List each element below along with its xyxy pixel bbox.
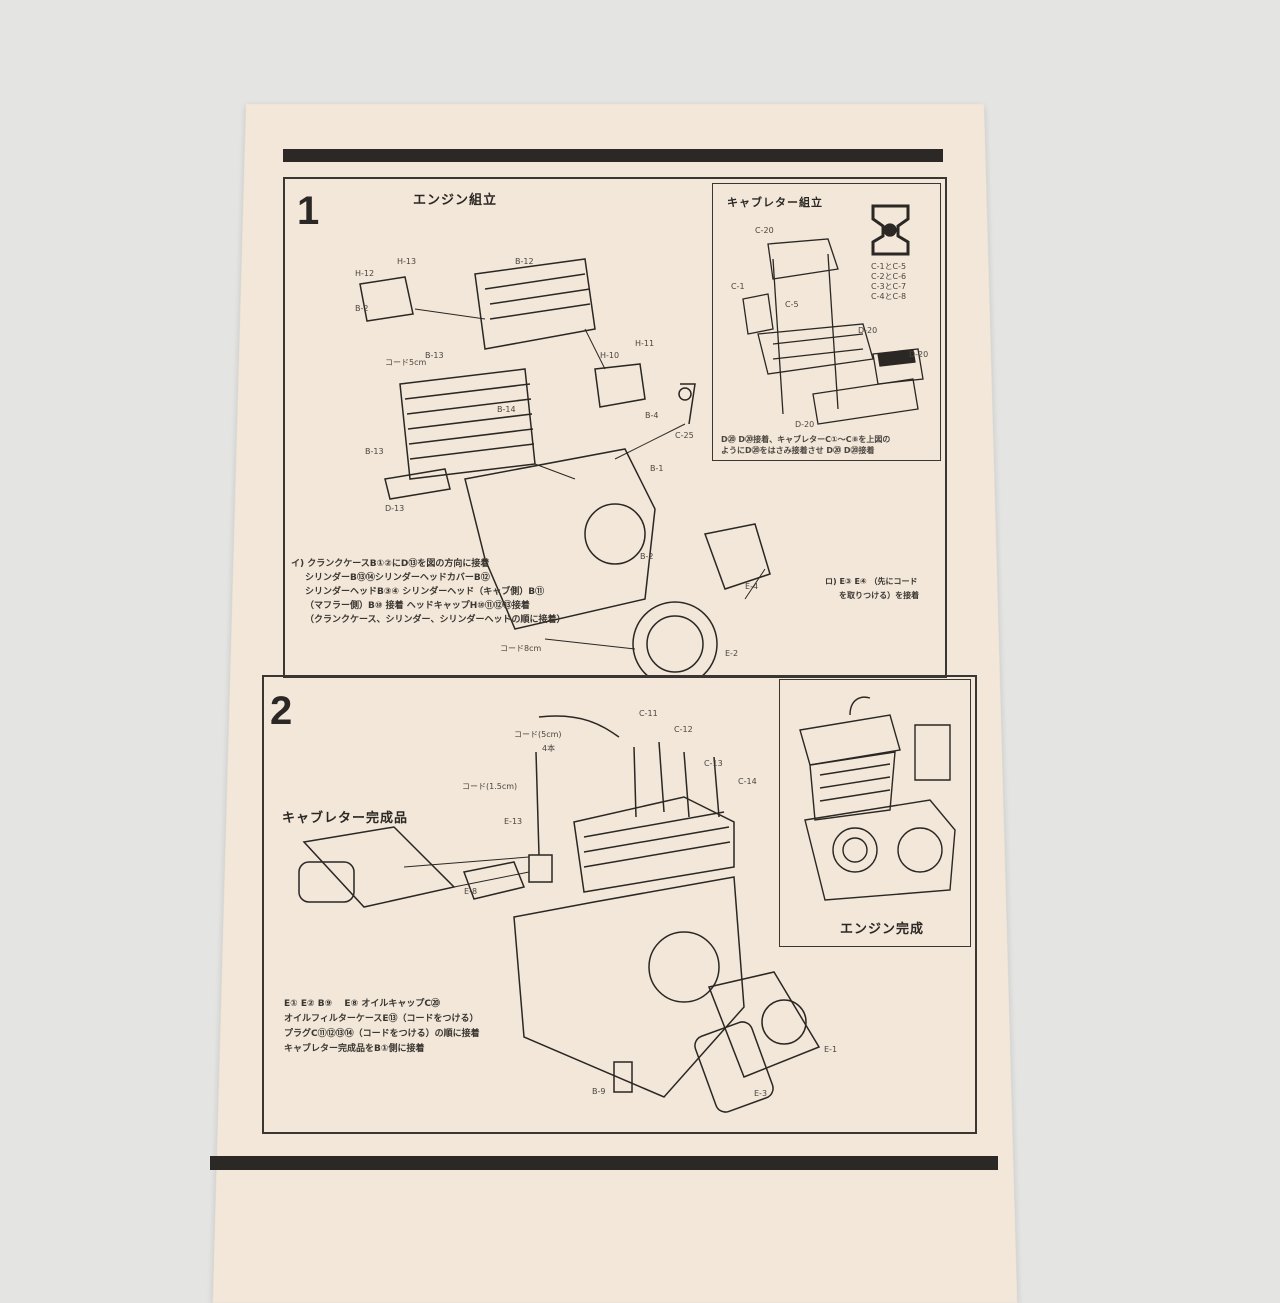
part-label: B-13 [365, 447, 384, 456]
instruction-line: シリンダーヘッドB③④ シリンダーヘッド（キャブ側）B⑪ [291, 585, 565, 599]
cylinder-head [574, 797, 734, 892]
part-label: C-12 [674, 725, 693, 734]
part-label: C-14 [738, 777, 757, 786]
step-2-panel: 2 キャブレター完成品 コード(5cm) 4本 C-11 C-12 C-13 C… [262, 675, 977, 1134]
instruction-line: （マフラー側）B⑩ 接着 ヘッドキャップH⑩⑪⑫⑬接着 [291, 599, 565, 613]
step-1-panel: 1 エンジン組立 H-12 H-13 B-12 B-2 コード5cm B-13 … [283, 177, 947, 678]
part-label: H-10 [600, 351, 619, 360]
part-label: B-12 [515, 257, 534, 266]
part-label: コード(1.5cm) [462, 781, 517, 792]
part-label: E-4 [745, 582, 758, 591]
instruction-line: オイルフィルターケースE⑬（コードをつける） [284, 1012, 480, 1027]
part-label: D-13 [385, 504, 404, 513]
part-label: 4本 [542, 743, 555, 754]
part-label: B-2 [355, 304, 368, 313]
completed-engine-drawing [780, 680, 970, 946]
parts-pair: C-2とC-6 [871, 272, 906, 282]
part-label: E-3 [754, 1089, 767, 1098]
part-label: D-20 [795, 420, 814, 429]
parts-pair: C-3とC-7 [871, 282, 906, 292]
instruction-line: E① E② B⑨ E⑧ オイルキャップC⑳ [284, 997, 480, 1012]
part-label: B-14 [497, 405, 516, 414]
part-label: コード8cm [500, 643, 541, 654]
part-label: E-13 [504, 817, 522, 826]
instruction-line: シリンダーB⑬⑭シリンダーヘッドカバーB⑫ [291, 571, 565, 585]
part-label: C-13 [704, 759, 723, 768]
inset-instructions: D⑳ D⑳接着、キャブレターC①～C⑧を上図の ようにD⑳をはさみ接着させ D⑳… [721, 434, 890, 456]
instruction-line: D⑳ D⑳接着、キャブレターC①～C⑧を上図の [721, 434, 890, 445]
part-label: B-1 [650, 464, 663, 473]
part-label: E-8 [464, 887, 477, 896]
part-label: C-20 [755, 226, 774, 235]
step-1-side-note: ロ) E③ E④ （先にコード を取りつける）を接着 [825, 575, 919, 603]
step-1-instructions: イ) クランクケースB①②にD⑬を図の方向に接着 シリンダーB⑬⑭シリンダーヘッ… [291, 557, 565, 627]
part-label: D-20 [909, 350, 928, 359]
parts-pair: C-4とC-8 [871, 292, 906, 302]
part-label: B-13 [425, 351, 444, 360]
part-label: B-9 [592, 1087, 605, 1096]
part-label: D-20 [858, 326, 877, 335]
part-label: コード(5cm) [514, 729, 562, 740]
instruction-line: キャブレター完成品をB①側に接着 [284, 1042, 480, 1057]
part-label: C-25 [675, 431, 694, 440]
part-label: C-5 [785, 300, 799, 309]
carburetor-assembly [304, 827, 454, 907]
part-label: H-11 [635, 339, 654, 348]
step-2-instructions: E① E② B⑨ E⑧ オイルキャップC⑳ オイルフィルターケースE⑬（コードを… [284, 997, 480, 1057]
top-divider-bar [283, 149, 943, 162]
part-label: E-1 [824, 1045, 837, 1054]
instruction-line: ようにD⑳をはさみ接着させ D⑳ D⑳接着 [721, 445, 890, 456]
head-caps [360, 277, 413, 321]
part-label: C-11 [639, 709, 658, 718]
instruction-line: プラグC⑪⑫⑬⑭（コードをつける）の順に接着 [284, 1027, 480, 1042]
instruction-line: ロ) E③ E④ （先にコード [825, 575, 919, 589]
instruction-line: を取りつける）を接着 [825, 589, 919, 603]
part-label: H-12 [355, 269, 374, 278]
instruction-line: （クランクケース、シリンダー、シリンダーヘッドの順に接着） [291, 613, 565, 627]
part-label: B-2 [640, 552, 653, 561]
instruction-line: イ) クランクケースB①②にD⑬を図の方向に接着 [291, 557, 565, 571]
engine-complete-label: エンジン完成 [840, 918, 924, 937]
parts-pairs-list: C-1とC-5 C-2とC-6 C-3とC-7 C-4とC-8 [871, 262, 906, 302]
engine-complete-inset: エンジン完成 [779, 679, 971, 947]
part-d13 [385, 469, 450, 499]
parts-pair: C-1とC-5 [871, 262, 906, 272]
part-label: C-1 [731, 282, 745, 291]
carburetor-assembly-inset: キャブレター組立 C-20 C-1 C-5 D-20 D-20 D-20 C-1… [712, 183, 941, 461]
part-label: B-4 [645, 411, 658, 420]
carburetor-drawing [713, 184, 940, 460]
part-label: コード5cm [385, 357, 426, 368]
clutch-cover [633, 602, 717, 676]
part-label: H-13 [397, 257, 416, 266]
bottom-divider-bar [210, 1156, 998, 1170]
part-label: E-2 [725, 649, 738, 658]
